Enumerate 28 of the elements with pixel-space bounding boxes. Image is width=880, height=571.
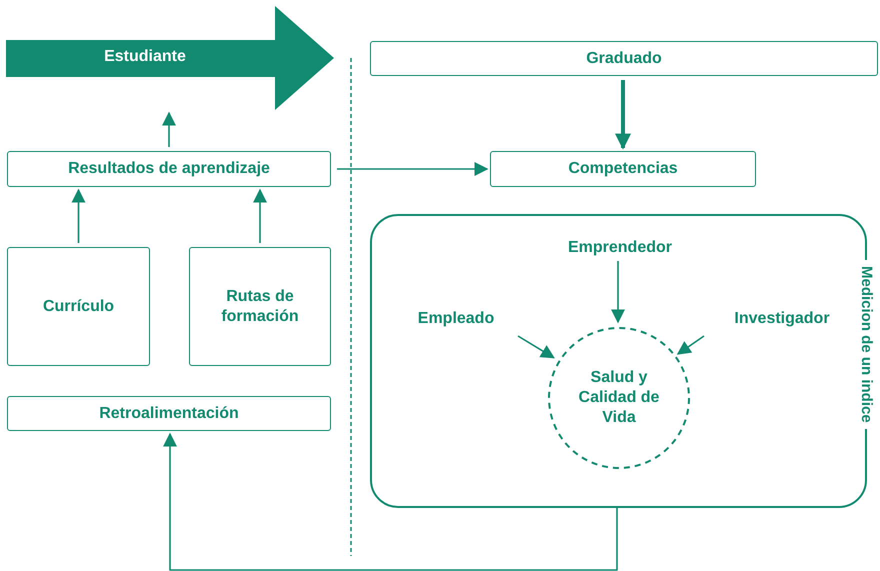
arrow [72,188,86,243]
arrow [615,80,631,150]
node-label: Competencias [568,159,678,179]
process-box [7,396,331,431]
process-box [7,151,331,187]
arrow [337,162,488,176]
process-box [7,247,150,366]
arrow [676,335,704,355]
role-label: Investigador [720,308,844,330]
node-label: Retroalimentación [99,404,239,424]
arrow [253,188,267,243]
process-box [370,41,878,76]
arrow [162,112,176,147]
node-label: Salud y Calidad de Vida [578,368,660,428]
role-label: Emprendedor [554,237,686,259]
process-box [490,151,756,187]
node-label: Graduado [586,48,662,68]
node-label: Currículo [42,296,114,316]
arrow [163,432,618,571]
node-label: Estudiante [104,47,186,67]
arrow [518,335,555,358]
node-label: Resultados de aprendizaje [68,159,270,179]
arrow [611,261,625,324]
arrow-shape [6,6,334,110]
role-label: Empleado [406,308,506,330]
dashed-circle [548,327,690,469]
node-label: Rutas de formación [220,286,300,326]
process-box [189,247,331,366]
